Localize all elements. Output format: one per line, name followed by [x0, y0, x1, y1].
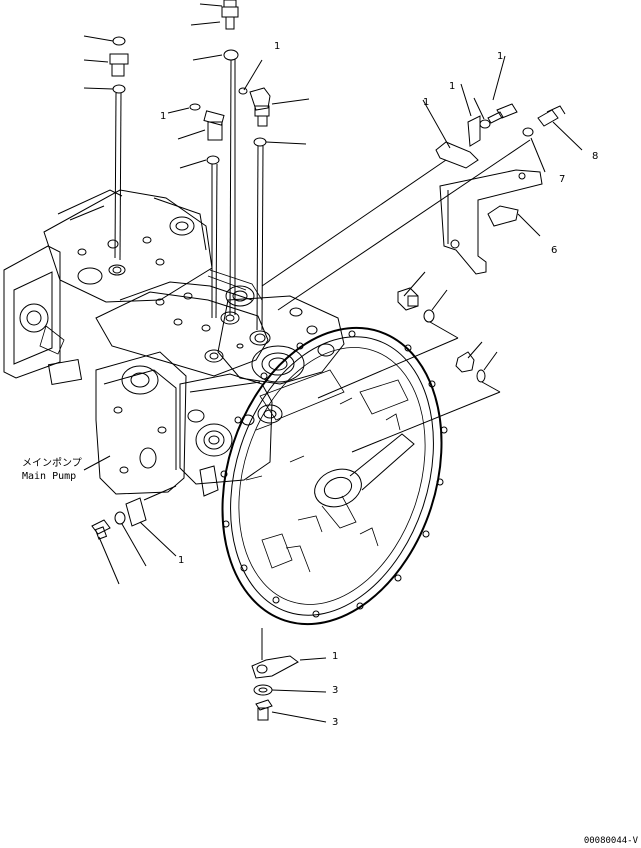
plug-assembly-right: [317, 271, 501, 453]
callout-bottom-2: 3: [332, 685, 339, 696]
callout-upper-mid: 1: [274, 41, 281, 52]
callout-top-right-2: 1: [449, 81, 456, 92]
mid-fitting-assembly: [167, 103, 225, 319]
flywheel-housing: [220, 326, 448, 626]
callout-bottom-3: 3: [332, 717, 339, 728]
main-pump-body: [3, 189, 345, 497]
top-fitting-assembly: [190, 0, 239, 316]
callout-right-7: 7: [559, 174, 566, 185]
callout-left-small: 1: [160, 111, 167, 122]
bracket-assembly: [261, 55, 583, 311]
callout-right-8: 8: [592, 151, 599, 162]
bottom-clamp-set: [251, 628, 327, 723]
right-elbow-fitting: [238, 59, 310, 331]
callout-bottom-1: 1: [332, 651, 339, 662]
main-pump-leader: [83, 455, 111, 471]
drawing-code: 00080044-V: [583, 836, 638, 846]
callout-right-6: 6: [551, 245, 558, 256]
callout-upper-right-bracket: 1: [423, 97, 430, 108]
callout-lower-left: 1: [178, 555, 185, 566]
lower-left-clamp-set: [91, 485, 177, 585]
left-fitting-assembly: [83, 35, 129, 261]
part-label-english: Main Pump: [22, 471, 77, 482]
callout-top-right-1: 1: [497, 51, 504, 62]
part-label-japanese: メインポンプ: [22, 458, 82, 469]
